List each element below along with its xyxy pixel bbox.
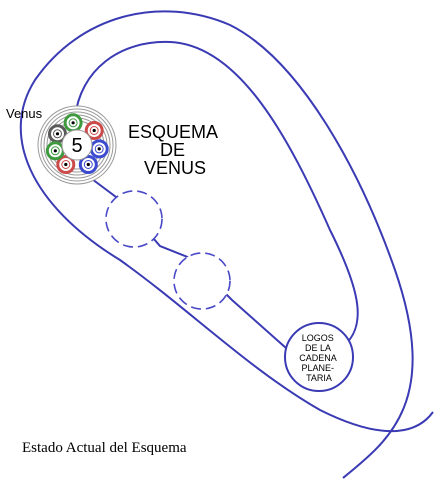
chain-line [87, 175, 287, 349]
ring-2 [40, 108, 114, 182]
blue-globe-bottom-inner-ring [83, 160, 93, 169]
title-line-2: DE [160, 140, 185, 160]
title-line-1: ESQUEMA [128, 122, 218, 142]
green-globe-left-inner-ring [50, 146, 60, 156]
blue-globe-bottom-core [86, 162, 90, 167]
dashed-globe-1 [105, 190, 163, 248]
gray-globe-core [55, 132, 60, 136]
red-globe-right-inner-ring [89, 126, 99, 135]
title-line-3: VENUS [144, 158, 206, 178]
green-globe-top-inner-ring [68, 118, 78, 128]
red-globe-right-core [92, 128, 96, 133]
logos-line-2: DE LA [305, 343, 331, 353]
venus-label: Venus [6, 106, 43, 121]
blue-globe-right-inner-ring [94, 144, 104, 154]
logos-circle [284, 322, 354, 392]
outer-loop [19, 10, 434, 479]
dashed-globe-2 [173, 252, 231, 310]
logos-line-5: TARIA [306, 373, 332, 383]
logos-line-3: CADENA [299, 353, 337, 363]
logos-line-4: PLANE- [301, 363, 334, 373]
scheme-title: ESQUEMA DE VENUS [128, 122, 222, 178]
logos-text: LOGOS DE LA CADENA PLANE- TARIA [299, 333, 339, 383]
inner-loop [74, 40, 359, 351]
logos-line-1: LOGOS [302, 333, 334, 343]
red-globe-bottom-core [64, 162, 68, 167]
green-globe-left-core [53, 149, 57, 153]
red-globe-bottom-inner-ring [61, 160, 71, 169]
center-number: 5 [71, 135, 82, 157]
blue-globe-right-core [97, 147, 101, 151]
caption: Estado Actual del Esquema [22, 440, 187, 456]
green-globe-top-core [71, 121, 75, 125]
venus-ring-cluster: 5 [37, 105, 117, 185]
center-disc [61, 129, 93, 161]
ring-3 [43, 111, 111, 179]
gray-globe-inner-ring [53, 129, 62, 139]
